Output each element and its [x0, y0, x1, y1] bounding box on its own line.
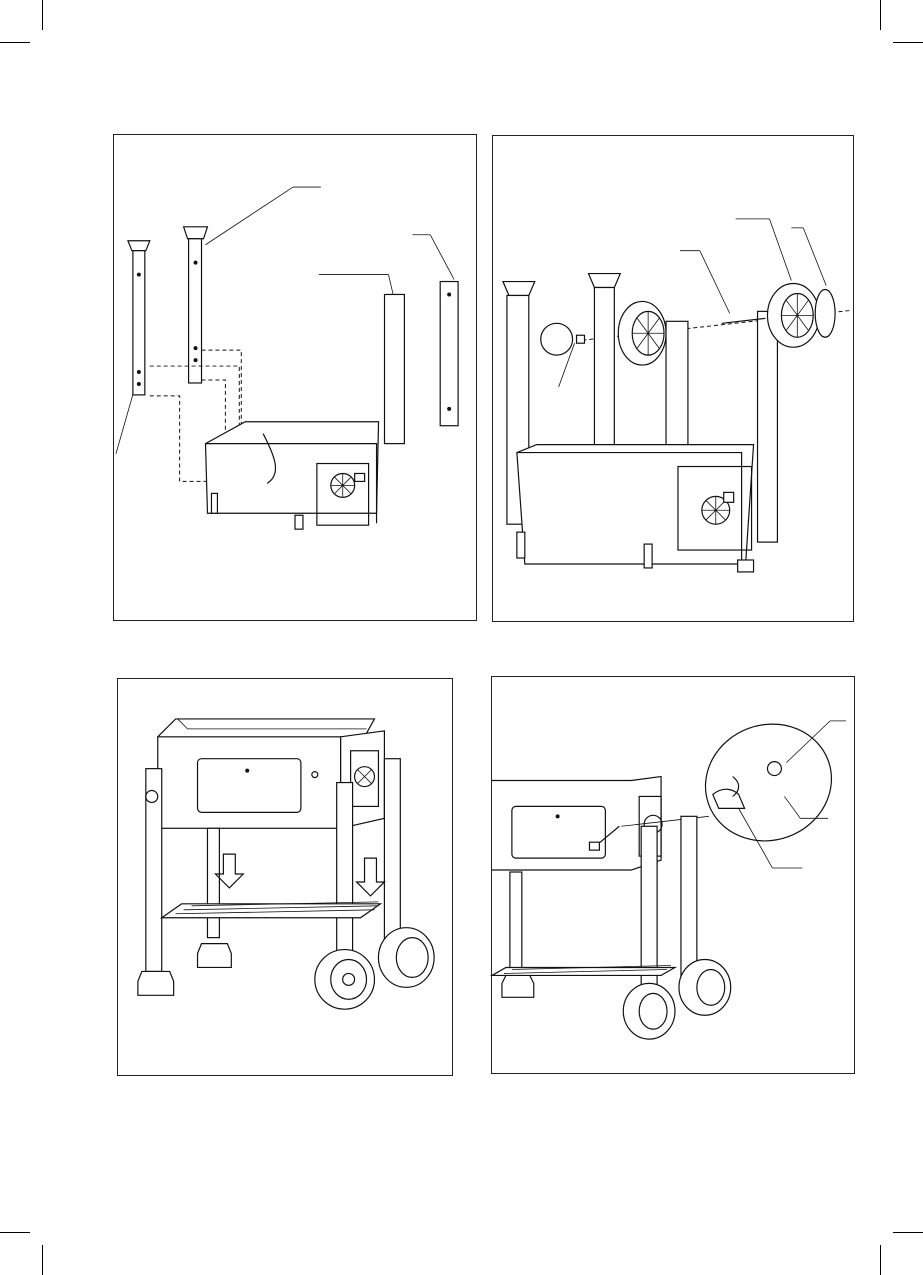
wheels-assembly-illustration [493, 136, 853, 621]
crop-mark [880, 0, 881, 30]
crop-mark [893, 42, 923, 43]
shelf-assembly-illustration [118, 679, 452, 1075]
crop-mark [42, 0, 43, 30]
crop-mark [42, 1245, 43, 1275]
crop-mark [880, 1245, 881, 1275]
assembly-step-legs-panel [113, 134, 477, 621]
legs-assembly-illustration [114, 135, 476, 620]
crop-mark [0, 42, 30, 43]
igniter-assembly-illustration [492, 677, 854, 1073]
assembly-step-igniter-panel [491, 676, 855, 1074]
crop-mark [893, 1232, 923, 1233]
crop-mark [0, 1232, 30, 1233]
assembly-step-wheels-panel [492, 135, 854, 622]
assembly-step-shelf-panel [117, 678, 453, 1076]
